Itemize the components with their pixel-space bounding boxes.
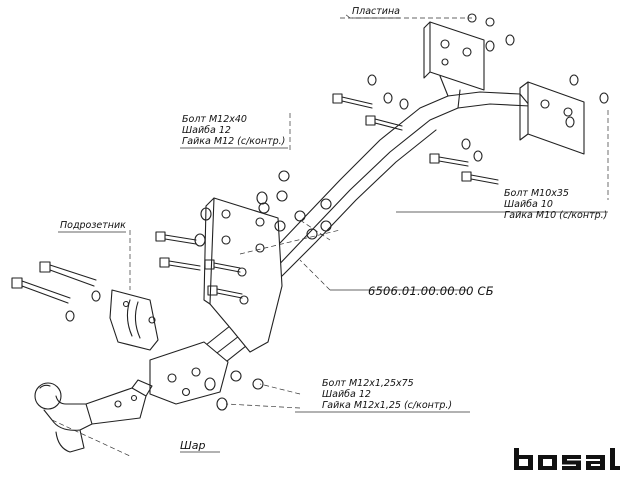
label-m12-nut: Гайка М12 (с/контр.): [182, 136, 286, 147]
label-m12-washer: Шайба 12: [182, 125, 231, 136]
label-plate: Пластина: [352, 6, 401, 17]
label-m10-bolt: Болт М10х35: [504, 188, 569, 199]
side-bracket: [203, 197, 283, 353]
label-m12125-bolt: Болт М12х1,25х75: [322, 378, 414, 389]
label-socket-bracket: Подрозетник: [60, 220, 126, 231]
plate-right: [519, 81, 585, 155]
label-m12-bolt: Болт М12х40: [182, 114, 247, 125]
bolts-right: [429, 74, 609, 185]
label-m12125-washer: Шайба 12: [322, 389, 371, 400]
plate-upper: [423, 21, 485, 91]
socket-bracket: [109, 289, 159, 351]
label-m10-washer: Шайба 10: [504, 199, 553, 210]
bosal-logo: bosal: [512, 446, 620, 470]
label-m12125-nut: Гайка М12х1,25 (с/контр.): [322, 400, 453, 411]
bolts-middle: [155, 170, 332, 299]
label-ball: Шар: [180, 439, 206, 452]
bolts-left: [11, 261, 101, 322]
bolts-top: [332, 13, 515, 131]
lower-hitch-bar: [149, 341, 229, 405]
tow-ball: [34, 379, 153, 453]
label-m10-nut: Гайка М10 (с/контр.): [504, 210, 608, 221]
logo-text: bosal: [512, 446, 515, 447]
label-part-number: 6506.01.00.00.00 СБ: [368, 284, 494, 298]
